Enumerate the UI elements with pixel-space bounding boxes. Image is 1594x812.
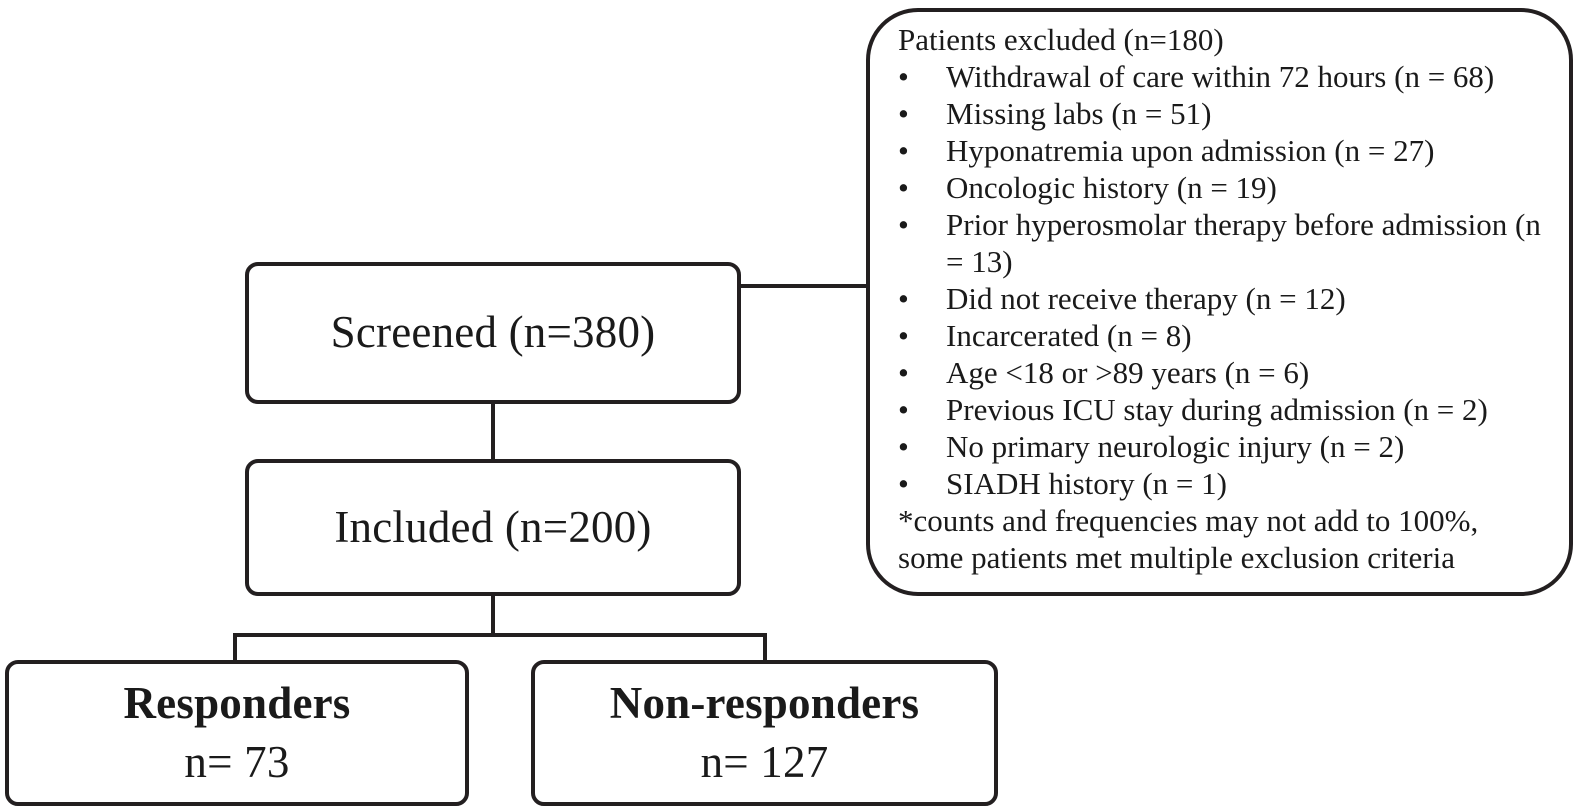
connector-screened-to-included <box>491 402 495 462</box>
bullet-icon: • <box>898 392 909 427</box>
node-included: Included (n=200) <box>245 459 741 596</box>
bullet-icon: • <box>898 318 909 353</box>
excluded-reason-item: • Incarcerated (n = 8) <box>898 317 1555 354</box>
excluded-reason-text: Incarcerated (n = 8) <box>946 318 1192 353</box>
excluded-reason-item: • No primary neurologic injury (n = 2) <box>898 428 1555 465</box>
connector-drop-to-responders <box>233 633 237 663</box>
excluded-reason-item: • Prior hyperosmolar therapy before admis… <box>898 206 1555 280</box>
connector-split-bar <box>233 633 767 637</box>
excluded-reason-item: • Oncologic history (n = 19) <box>898 169 1555 206</box>
excluded-reason-text: No primary neurologic injury (n = 2) <box>946 429 1405 464</box>
excluded-heading: Patients excluded (n=180) <box>898 22 1224 57</box>
connector-drop-to-non-responders <box>763 633 767 663</box>
bullet-icon: • <box>898 133 909 168</box>
excluded-footnote-line-1: *counts and frequencies may not add to 1… <box>898 503 1479 538</box>
excluded-reason-item: • Did not receive therapy (n = 12) <box>898 280 1555 317</box>
node-non-responders: Non-responders n= 127 <box>531 660 998 806</box>
excluded-reason-item: • Age <18 or >89 years (n = 6) <box>898 354 1555 391</box>
excluded-reason-item: • Hyponatremia upon admission (n = 27) <box>898 132 1555 169</box>
node-responders-count: n= 73 <box>184 737 290 787</box>
connector-included-split-stub <box>491 594 495 636</box>
bullet-icon: • <box>898 207 909 242</box>
bullet-icon: • <box>898 170 909 205</box>
node-screened-label: Screened (n=380) <box>330 307 656 358</box>
node-non-responders-title: Non-responders <box>609 677 920 728</box>
excluded-reason-item: • Missing labs (n = 51) <box>898 95 1555 132</box>
bullet-icon: • <box>898 59 909 94</box>
bullet-icon: • <box>898 355 909 390</box>
bullet-icon: • <box>898 429 909 464</box>
bullet-icon: • <box>898 281 909 316</box>
connector-screened-to-excluded <box>737 284 870 288</box>
bullet-icon: • <box>898 96 909 131</box>
node-responders-title: Responders <box>123 677 351 728</box>
node-screened: Screened (n=380) <box>245 262 741 404</box>
node-responders: Responders n= 73 <box>5 660 469 806</box>
excluded-reason-item: • SIADH history (n = 1) <box>898 465 1555 502</box>
excluded-content: Patients excluded (n=180) • Withdrawal of… <box>898 21 1555 576</box>
excluded-reason-text: Hyponatremia upon admission (n = 27) <box>946 133 1435 168</box>
excluded-footnote-line-2: some patients met multiple exclusion cri… <box>898 540 1455 575</box>
excluded-reason-text: Missing labs (n = 51) <box>946 96 1212 131</box>
bullet-icon: • <box>898 466 909 501</box>
excluded-reason-text: Oncologic history (n = 19) <box>946 170 1277 205</box>
excluded-reason-item: • Previous ICU stay during admission (n =… <box>898 391 1555 428</box>
excluded-reason-text: Withdrawal of care within 72 hours (n = … <box>946 59 1495 94</box>
node-non-responders-count: n= 127 <box>700 737 829 787</box>
excluded-reason-text: SIADH history (n = 1) <box>946 466 1227 501</box>
node-patients-excluded: Patients excluded (n=180) • Withdrawal of… <box>866 8 1573 596</box>
excluded-reason-text: Age <18 or >89 years (n = 6) <box>946 355 1310 390</box>
excluded-reason-text: Previous ICU stay during admission (n = … <box>946 392 1488 427</box>
excluded-reason-item: • Withdrawal of care within 72 hours (n =… <box>898 58 1555 95</box>
node-included-label: Included (n=200) <box>334 501 652 552</box>
excluded-reason-text: Did not receive therapy (n = 12) <box>946 281 1346 316</box>
excluded-reason-text: Prior hyperosmolar therapy before admiss… <box>946 207 1541 279</box>
excluded-reason-list: • Withdrawal of care within 72 hours (n =… <box>898 58 1555 502</box>
